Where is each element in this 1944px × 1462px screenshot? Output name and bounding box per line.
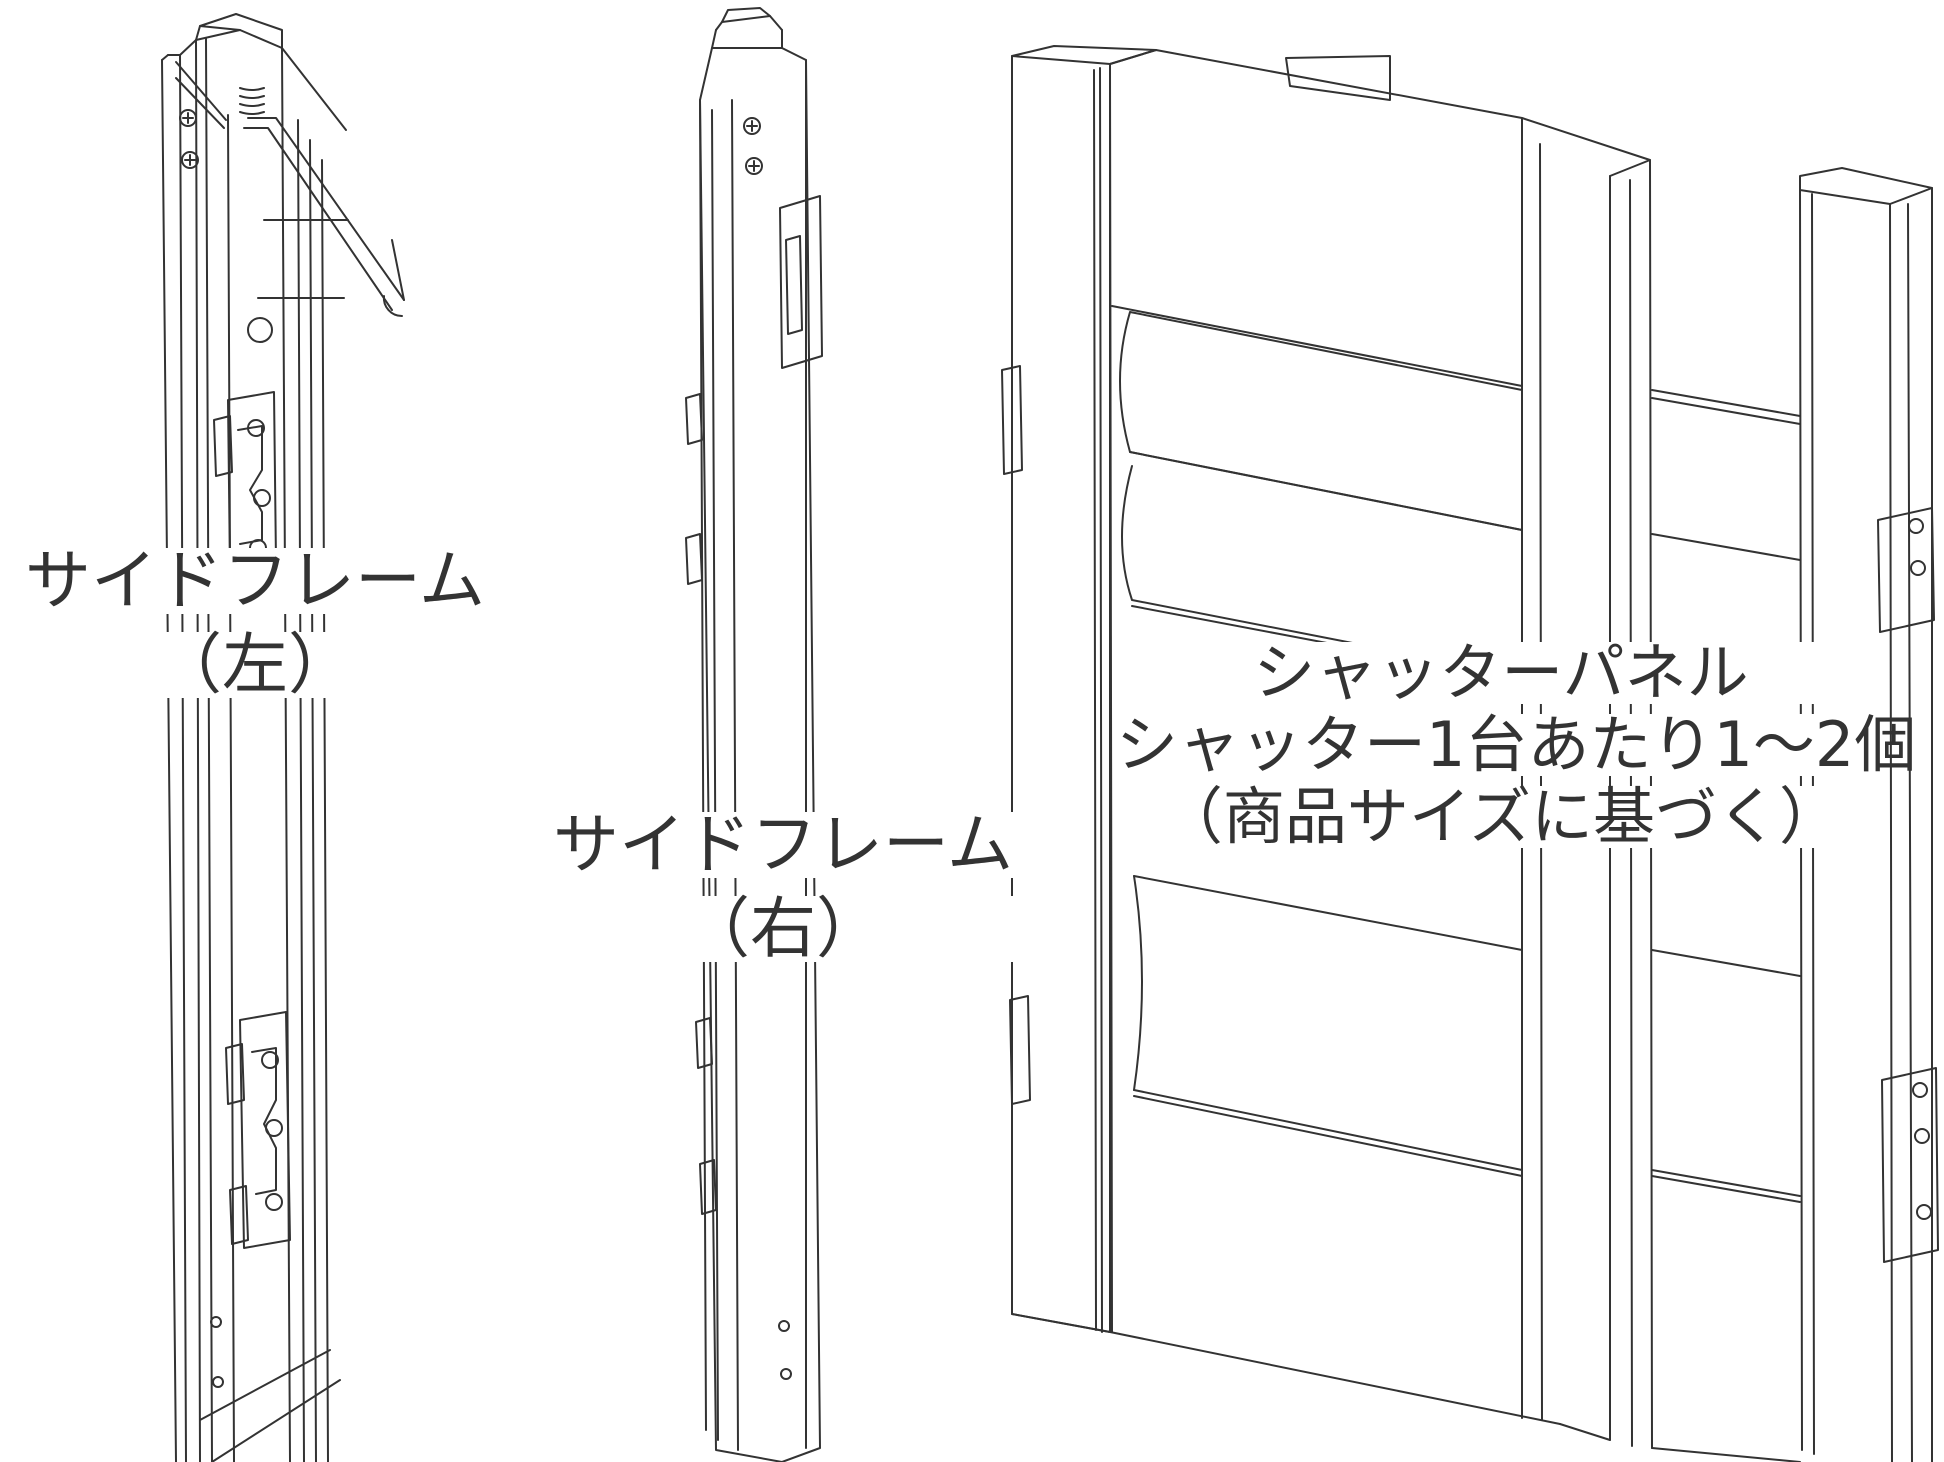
side-frame-left-name: サイドフレーム — [20, 548, 490, 614]
shutter-panel-quantity: シャッター1台あたり1〜2個 — [1116, 708, 1917, 781]
side-frame-left-label: サイドフレーム （左） — [20, 548, 490, 698]
side-frame-right — [685, 7, 823, 1462]
side-frame-right-label: サイドフレーム （右） — [548, 812, 1018, 962]
side-frame-right-side: （右） — [548, 896, 1018, 962]
side-frame-left-side: （左） — [20, 632, 490, 698]
shutter-panel-label: シャッターパネル シャッター1台あたり1〜2個 （商品サイズに基づく） — [1116, 642, 1917, 848]
side-frame-left — [161, 13, 405, 1462]
shutter-panel-name: シャッターパネル — [1116, 642, 1886, 704]
side-frame-right-name: サイドフレーム — [548, 812, 1018, 878]
shutter-panel-note: （商品サイズに基づく） — [1116, 786, 1886, 848]
